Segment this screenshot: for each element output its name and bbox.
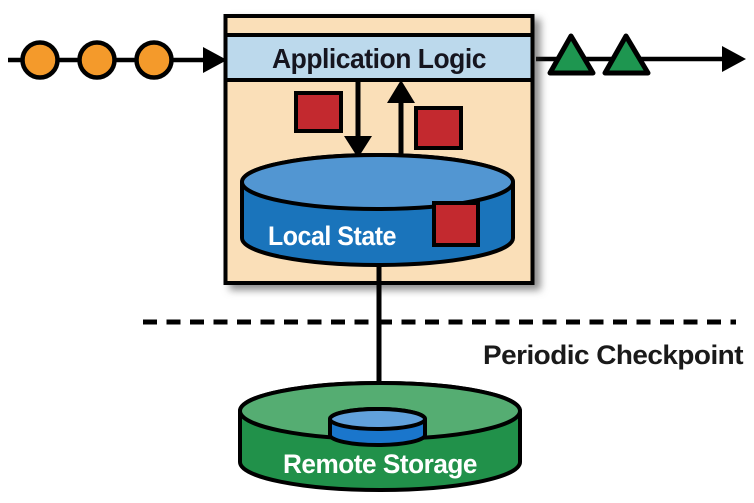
checkpoint-copy-cylinder-top [328,407,427,431]
read-state-arrowhead-icon [387,80,415,103]
remote-storage-cylinder: Remote Storage [238,381,522,492]
state-record-square-icon [294,91,343,133]
state-access-arrows [344,80,415,158]
checkpoint-copy-cylinder [328,407,427,447]
operator-box: Application Logic [223,14,535,285]
state-record-square-icon [414,106,463,150]
output-result-triangle-icon [602,33,651,76]
local-state-cylinder-top [240,153,515,211]
input-stream [8,40,227,80]
output-stream [536,33,746,76]
output-arrowhead-icon [722,46,746,72]
input-arrowhead-icon [203,47,227,73]
input-event-circle-icon [77,40,117,80]
output-result-triangle-icon [547,33,596,76]
write-state-arrowhead-icon [344,136,372,158]
state-record-square-icon [432,201,480,247]
application-logic-label: Application Logic [272,43,486,74]
local-state-cylinder: Local State [240,153,515,267]
remote-storage-label: Remote Storage [283,449,477,479]
input-event-circle-icon [20,40,60,80]
local-state-label: Local State [268,221,396,251]
application-logic-bar [223,33,535,82]
input-event-circle-icon [134,40,174,80]
periodic-checkpoint-label: Periodic Checkpoint [483,340,744,370]
